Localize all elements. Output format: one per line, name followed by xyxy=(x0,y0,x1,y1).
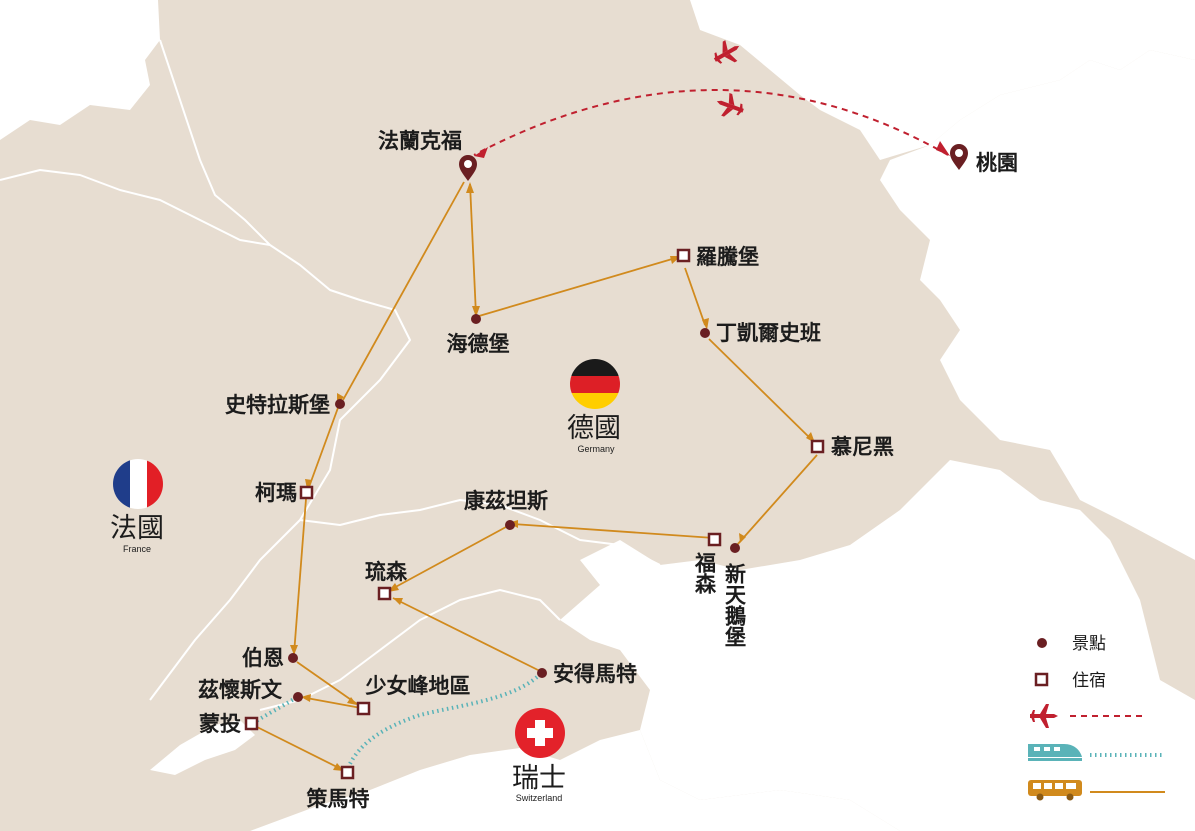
attraction-marker-andermatt xyxy=(537,668,547,678)
lodging-markers xyxy=(244,248,825,780)
place-label-andermatt: 安得馬特 xyxy=(553,661,637,686)
legend-attraction-label: 景點 xyxy=(1072,634,1106,654)
flight-arrow-frankfurt xyxy=(474,147,488,158)
france-flag xyxy=(113,459,163,509)
place-label-colmar: 柯瑪 xyxy=(255,480,297,505)
germany-flag xyxy=(570,359,620,409)
lake-geneva-water xyxy=(150,720,255,775)
legend-lodging-square xyxy=(1034,672,1049,687)
lodging-marker-colmar xyxy=(299,485,314,500)
place-label-bern: 伯恩 xyxy=(242,645,284,670)
lodging-marker-munich xyxy=(810,439,825,454)
plane-icon xyxy=(713,40,740,64)
lodging-marker-fussen xyxy=(707,532,722,547)
place-label-fussen: 福森 xyxy=(693,552,718,595)
place-label-zweisimmen: 茲懷斯文 xyxy=(197,677,283,702)
place-label-strasbourg: 史特拉斯堡 xyxy=(225,392,330,417)
lodging-marker-zermatt xyxy=(340,765,355,780)
attraction-marker-neuschwanstein xyxy=(730,543,740,553)
attraction-marker-strasbourg xyxy=(335,399,345,409)
lodging-marker-montreux xyxy=(244,716,259,731)
place-label-jungfrau: 少女峰地區 xyxy=(365,673,471,698)
place-label-rothenburg: 羅騰堡 xyxy=(696,244,759,269)
attraction-marker-dinkelsbuhl xyxy=(700,328,710,338)
legend: 景點 住宿 xyxy=(1028,634,1165,801)
bus-routes xyxy=(254,181,818,771)
austria-region xyxy=(560,460,1195,831)
place-label-heidelberg: 海德堡 xyxy=(447,331,510,356)
place-label-lucerne: 琉森 xyxy=(365,559,408,584)
attraction-markers xyxy=(288,314,740,702)
place-label-montreux: 蒙投 xyxy=(199,711,241,736)
lodging-marker-jungfrau xyxy=(356,701,371,716)
flight-route xyxy=(473,89,949,156)
attraction-marker-heidelberg xyxy=(471,314,481,324)
place-label-neuschwanstein: 新天鵝堡 xyxy=(723,562,748,647)
flight-arrow-taoyuan xyxy=(936,141,950,156)
place-label-dinkelsbuhl: 丁凱爾史班 xyxy=(716,320,821,345)
lodging-marker-lucerne xyxy=(377,586,392,601)
train-routes xyxy=(250,675,539,769)
bus-icon xyxy=(1028,780,1082,801)
italy-region xyxy=(250,730,900,831)
attraction-marker-konstanz xyxy=(505,520,515,530)
country-label-france-en: France xyxy=(123,544,151,554)
attraction-marker-zweisimmen xyxy=(293,692,303,702)
plane-icon xyxy=(716,93,744,117)
plane-icon xyxy=(1030,704,1058,728)
place-label-munich: 慕尼黑 xyxy=(830,434,894,459)
train-icon xyxy=(1028,744,1082,761)
legend-attraction-dot xyxy=(1037,638,1047,648)
lodging-marker-rothenburg xyxy=(676,248,691,263)
pin-icon xyxy=(459,155,477,181)
place-label-konstanz: 康茲坦斯 xyxy=(464,488,548,513)
place-label-frankfurt: 法蘭克福 xyxy=(378,128,462,153)
attraction-marker-bern xyxy=(288,653,298,663)
switzerland-flag xyxy=(515,708,565,758)
country-label-germany: 德國 xyxy=(567,413,621,444)
place-label-zermatt: 策馬特 xyxy=(307,786,370,811)
pin-icon xyxy=(950,144,968,170)
north-sea-water xyxy=(0,0,160,140)
country-label-france: 法國 xyxy=(110,513,164,544)
poland-region xyxy=(880,50,1195,560)
country-label-germany-en: Germany xyxy=(577,444,615,454)
place-label-taoyuan: 桃園 xyxy=(976,150,1018,175)
country-label-switzerland: 瑞士 xyxy=(512,763,566,794)
legend-lodging-label: 住宿 xyxy=(1072,671,1106,691)
country-label-switzerland-en: Switzerland xyxy=(516,793,563,803)
border-lines xyxy=(0,39,661,711)
baltic-sea-water xyxy=(690,0,1195,160)
